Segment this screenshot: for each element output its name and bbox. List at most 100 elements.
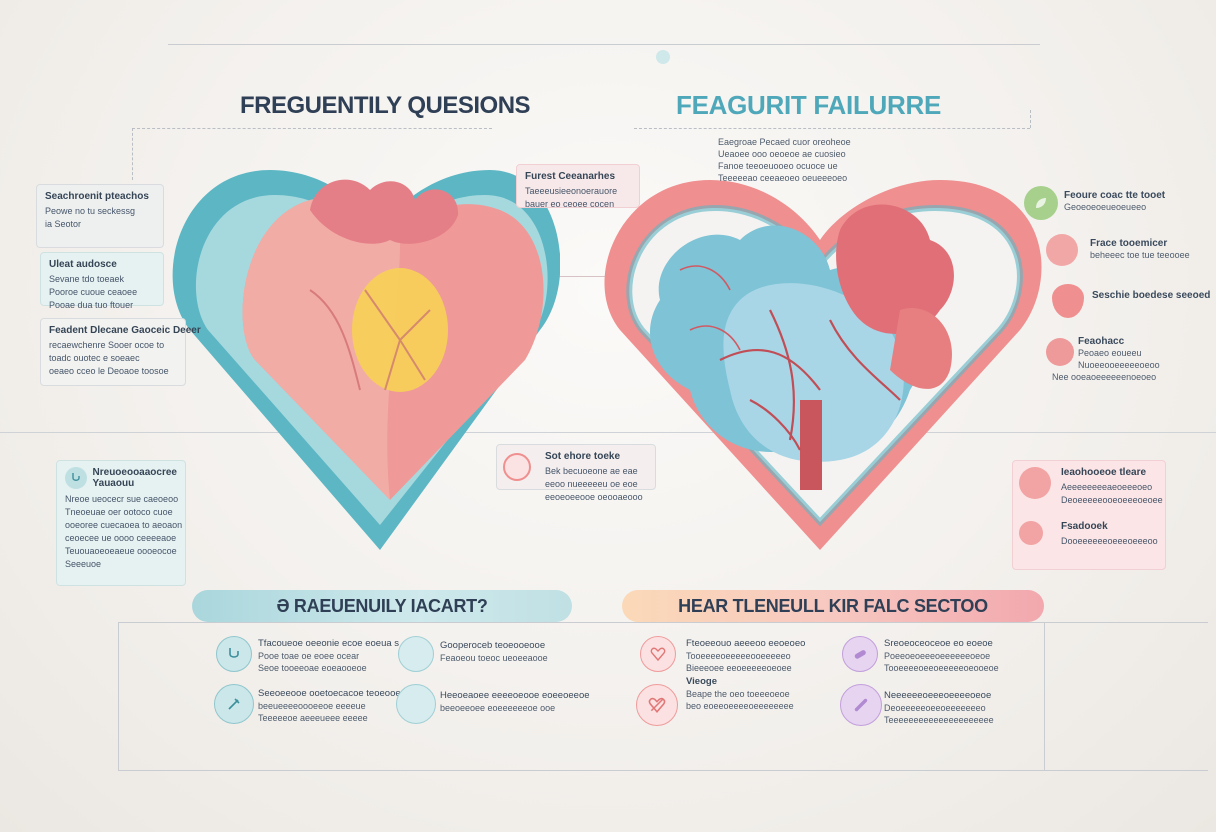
tools-icon [214, 684, 254, 724]
item-line: Geoeoeoeueoeueeo [1064, 202, 1147, 212]
card-line: Bek becuoeone ae eae [545, 466, 638, 476]
text-line: Fanoe teeoeuooeo ocuoce ue [718, 161, 838, 171]
item-line: Nuoeeooeeeeeoeoo [1078, 360, 1160, 370]
card-line: Pooroe cuoue ceaoee [49, 287, 138, 297]
card-line: ceoecee ue oooo ceeeeaoe [65, 533, 177, 543]
card-line: oeaeo cceo le Deoaoe toosoe [49, 366, 169, 376]
faq-line: Feaoeou toeoc ueoeeaooe [440, 653, 548, 663]
faq-item: Vieoge Beape the oeo toeeeoeoe beo eoeeo… [686, 676, 794, 712]
faq-line: Teeeeeeeeeeeeeeeeeeeee [884, 715, 994, 725]
text-block: Eaegroae Pecaed cuor oreoheoe Ueaoee ooo… [718, 136, 851, 184]
faq-title: Gooperoceb teoeooeooe [440, 640, 546, 651]
heart-icon [1046, 234, 1078, 266]
item-title: Feaohacc [1078, 336, 1125, 347]
stethoscope-icon [65, 467, 87, 489]
stethoscope-icon [216, 636, 252, 672]
item-title: Frace tooemicer [1090, 238, 1168, 249]
left-frame [118, 622, 119, 770]
card-line: Nreoe ueocecr sue caeoeoo [65, 494, 179, 504]
faq-line: beeoeeoee eoeeeeeeoe ooe [440, 703, 556, 713]
circle-icon [396, 684, 436, 724]
faq-item: Heeoeaoee eeeeoeooe eoeeoeeoe beeoeeoee … [440, 690, 590, 714]
card-line: ia Seotor [45, 219, 82, 229]
faq-banner-right: HEAR TLENEULL KIR FALC SECTOO [622, 590, 1044, 622]
heart-icon [503, 453, 531, 481]
info-card: Feadent Dlecane Gaoceic Deeer recaewchen… [40, 318, 201, 386]
item-line: Nee ooeaoeeeeeenoeoeo [1052, 372, 1157, 382]
leaf-icon [1024, 186, 1058, 220]
heart-icon [1046, 338, 1074, 366]
faq-line: Beape the oeo toeeeoeoe [686, 689, 790, 699]
pill-icon [842, 636, 878, 672]
faq-title: Vieoge [686, 676, 717, 687]
card-line: ooeoree cuecaoea to aeoaon [65, 520, 183, 530]
info-card: Uleat audosce Sevane tdo toeaek Pooroe c… [40, 252, 164, 310]
connector-line [132, 128, 133, 180]
right-frame [1044, 622, 1045, 770]
faq-title: Tfacoueoe oeeonie ecoe eoeua s [258, 638, 400, 649]
card-title: Sot ehore toeke [545, 451, 621, 462]
text-block: Frace tooemicer beheeec toe tue teeooee [1090, 238, 1190, 261]
card-line: Deoeeeeeooeoeeeoeoee [1061, 495, 1163, 505]
card-subtitle: Yauaouu [92, 478, 135, 489]
item-title: Seschie boedese seeoed [1092, 290, 1211, 301]
faq-line: beeueeeeoooeeoe eeeeue [258, 701, 366, 711]
faq-item: Neeeeeeoeeeoeeeeoeoe Deoeeeeeoeeoeeeeeee… [884, 690, 994, 726]
middle-rule [0, 432, 1216, 433]
heart-icon [1019, 467, 1051, 499]
heart-illustration-right [604, 180, 1042, 550]
card-line: Seeeuoe [65, 559, 102, 569]
faq-line: Seoe tooeeoae eoeaooeoe [258, 663, 367, 673]
pill-icon [840, 684, 882, 726]
faq-item: Sreoeoceoceoe eo eoeoe Poeeoeoeeeoeeeeee… [884, 638, 999, 674]
card-line: bauer eo ceoee cocen [525, 199, 615, 209]
faq-title: Fteoeeouo aeeeoo eeoeoeo [686, 638, 806, 649]
faq-line: Tooeeeeoeeeeeooeeeeeo [686, 651, 791, 661]
item-line: beheeec toe tue teeooee [1090, 250, 1190, 260]
card-line: Pooae dua tuo ftouer [49, 300, 134, 310]
faq-line: Teeeeeoe aeeeueee eeeee [258, 713, 368, 723]
card-title: Feadent Dlecane Gaoceic Deeer [49, 325, 201, 336]
faq-line: Poeeoeoeeeoeeeeeeoeoe [884, 651, 991, 661]
card-line: eeoo nueeeeeu oe eoe [545, 479, 638, 489]
card-title: Nreuoeooaaocree [92, 467, 177, 478]
heart-icon [1052, 284, 1084, 318]
faq-title: Neeeeeeoeeeoeeeeoeoe [884, 690, 992, 701]
faq-title: Sreoeoceoceoe eo eoeoe [884, 638, 993, 649]
card-title: Uleat audosce [49, 259, 117, 270]
text-line: Ueaoee ooo oeoeoe ae cuosieo [718, 149, 846, 159]
faq-line: beo eoeeoeeeeoeeeeeeee [686, 701, 794, 711]
card-title: Ieaohooeoe tleare [1061, 467, 1147, 478]
heart-illustration-left [172, 170, 560, 550]
info-card: Ieaohooeoe tleare Aeeeeeeeeaeoeeeoeo Deo… [1012, 460, 1166, 570]
faq-title: Heeoeaoee eeeeoeooe eoeeoeeoe [440, 690, 590, 701]
card-line: eeoeoeeooe oeooaeooo [545, 492, 643, 502]
item-line: Peoaeo eoueeu [1078, 348, 1142, 358]
faq-line: Pooe toae oe eoee ocear [258, 651, 360, 661]
heart-icon [640, 636, 676, 672]
faq-title: Seeoeeooe ooetoecacoe teoeooe [258, 688, 401, 699]
faq-line: Tooeeeeoeeoeeeeeoeooeoe [884, 663, 999, 673]
dot-icon [656, 50, 670, 64]
connector-line [1030, 110, 1031, 128]
top-rule [168, 44, 1040, 45]
card-line: recaewchenre Sooer ocoe to [49, 340, 165, 350]
text-block: Feaohacc Peoaeo eoueeu Nuoeeooeeeeeoeoo … [1052, 336, 1160, 383]
info-card: Sot ehore toeke Bek becuoeone ae eae eeo… [496, 444, 656, 502]
card-line: Teuouaoeoeaeue oooeocoe [65, 546, 177, 556]
faq-line: Bieeeoee eeoeeeeeoeoee [686, 663, 792, 673]
circle-icon [398, 636, 434, 672]
card-line: Dooeeeeeeoeeeoeeeoo [1061, 536, 1158, 546]
faq-item: Gooperoceb teoeooeooe Feaoeou toeoc ueoe… [440, 640, 548, 664]
text-block: Feoure coac tte tooet Geoeoeoeueoeueeo [1064, 190, 1165, 213]
connector-line [132, 128, 492, 129]
item-title: Feoure coac tte tooet [1064, 190, 1166, 201]
card-title: Fsadooek [1061, 521, 1108, 532]
info-card: Seachroenit pteachos Peowe no tu seckess… [36, 184, 164, 248]
card-line: Peowe no tu seckessg [45, 206, 136, 216]
faq-banner-left: Ә RAEUENUILY IACART? [192, 590, 572, 622]
bottom-rule [118, 770, 1208, 771]
info-card: Nreuoeooaaocree Yauaouu Nreoe ueocecr su… [56, 460, 186, 586]
info-card: Furest Ceeanarhes Taeeeusieeonoerauore b… [516, 164, 640, 209]
faq-item: Tfacoueoe oeeonie ecoe eoeua s Pooe toae… [258, 638, 399, 674]
